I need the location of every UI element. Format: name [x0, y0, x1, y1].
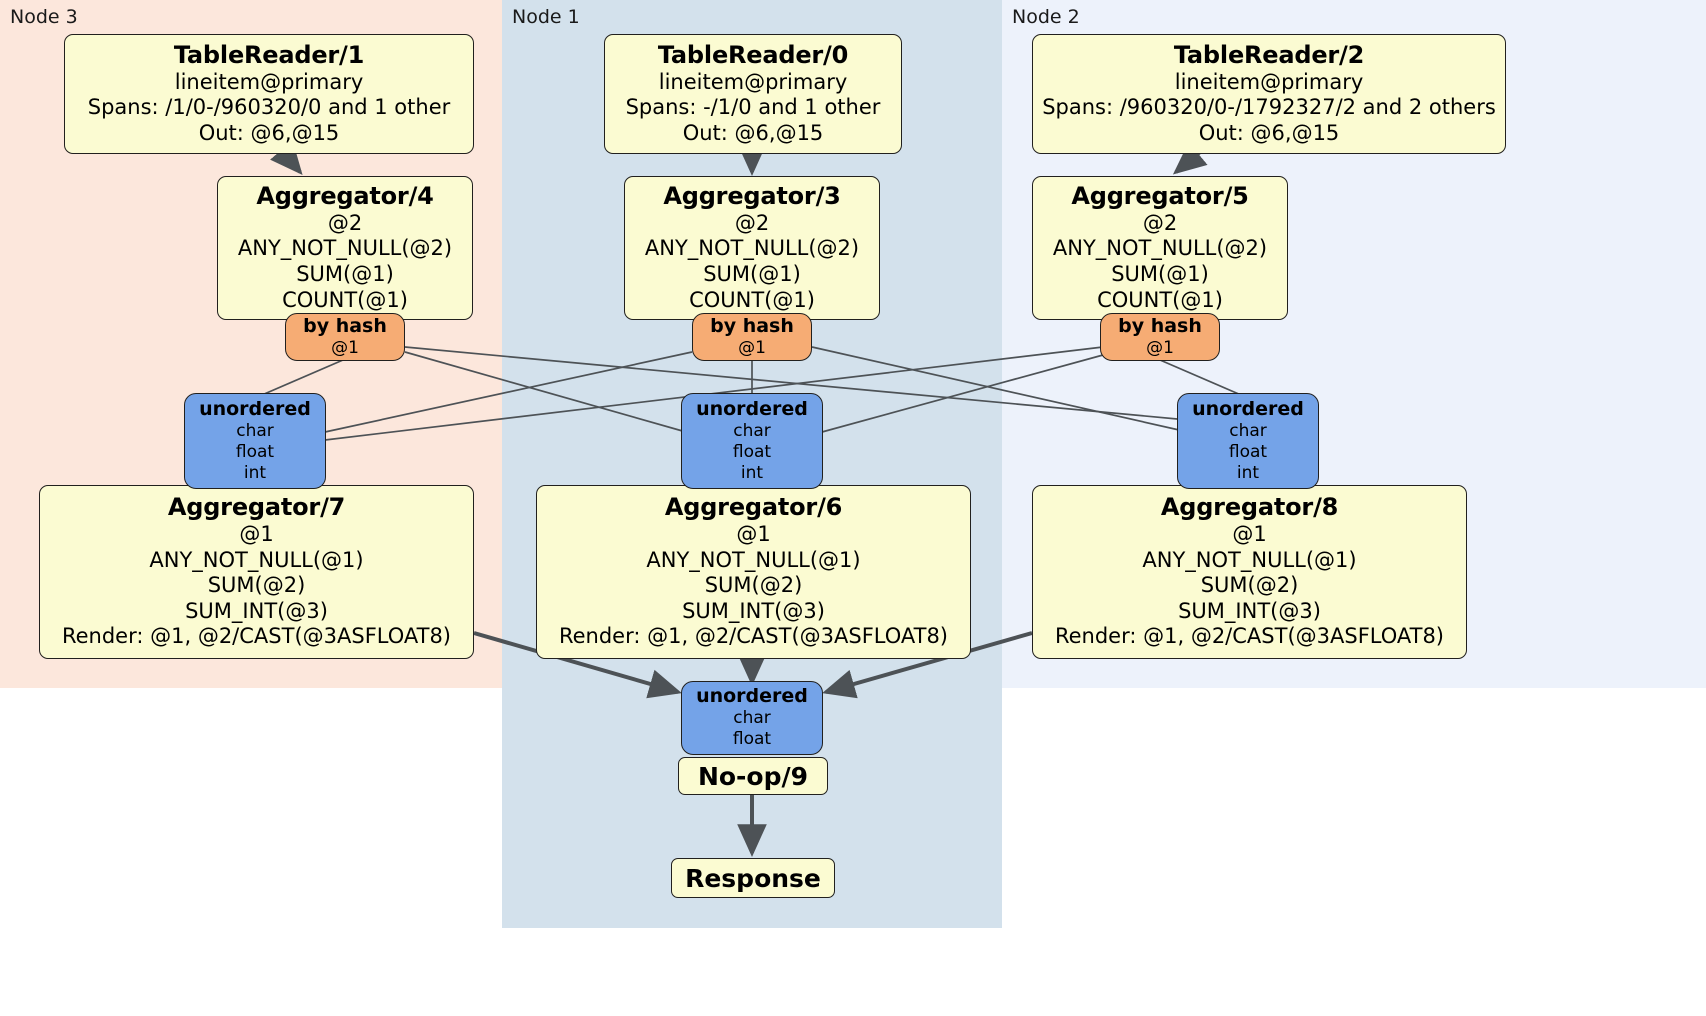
- unordered-router-final-type-1: char: [733, 708, 771, 729]
- aggregator-4-func-1: ANY_NOT_NULL(@2): [237, 236, 453, 261]
- aggregator-8-group: @1: [1232, 521, 1267, 546]
- aggregator-3-group: @2: [734, 210, 770, 235]
- aggregator-3-title: Aggregator/3: [663, 181, 841, 210]
- hash-router-node2-column: @1: [1146, 337, 1174, 358]
- aggregator-8[interactable]: Aggregator/8 @1 ANY_NOT_NULL(@1) SUM(@2)…: [1032, 485, 1467, 659]
- aggregator-7-title: Aggregator/7: [167, 493, 346, 522]
- table-reader-node1-out: Out: @6,@15: [682, 120, 824, 145]
- aggregator-6-title: Aggregator/6: [664, 493, 843, 522]
- table-reader-node1-table: lineitem@primary: [658, 69, 848, 94]
- unordered-router-node1[interactable]: unordered char float int: [681, 393, 823, 489]
- table-reader-node1-spans: Spans: -/1/0 and 1 other: [625, 95, 881, 120]
- unordered-router-node2-title: unordered: [1192, 397, 1304, 420]
- aggregator-4-func-2: SUM(@1): [296, 261, 394, 286]
- aggregator-5-func-3: COUNT(@1): [1097, 287, 1223, 312]
- unordered-router-node2-type-1: char: [1229, 420, 1267, 441]
- aggregator-5-func-2: SUM(@1): [1111, 261, 1209, 286]
- aggregator-6[interactable]: Aggregator/6 @1 ANY_NOT_NULL(@1) SUM(@2)…: [536, 485, 971, 659]
- table-reader-node1-title: TableReader/0: [657, 40, 849, 69]
- unordered-router-node2[interactable]: unordered char float int: [1177, 393, 1319, 489]
- aggregator-8-func-1: ANY_NOT_NULL(@1): [1142, 547, 1357, 572]
- aggregator-6-render: Render: @1, @2/CAST(@3ASFLOAT8): [558, 624, 949, 649]
- table-reader-node1[interactable]: TableReader/0 lineitem@primary Spans: -/…: [604, 34, 902, 154]
- region-node-1-label: Node 1: [512, 6, 580, 28]
- region-node-3-label: Node 3: [10, 6, 78, 28]
- hash-router-node3-title: by hash: [303, 314, 387, 337]
- aggregator-5-group: @2: [1142, 210, 1178, 235]
- unordered-router-final-title: unordered: [696, 685, 808, 708]
- aggregator-8-func-2: SUM(@2): [1200, 573, 1299, 598]
- unordered-router-node1-type-2: float: [732, 441, 772, 462]
- unordered-router-final[interactable]: unordered char float: [681, 681, 823, 755]
- aggregator-6-func-3: SUM_INT(@3): [682, 598, 825, 623]
- aggregator-8-render: Render: @1, @2/CAST(@3ASFLOAT8): [1054, 624, 1445, 649]
- table-reader-node3[interactable]: TableReader/1 lineitem@primary Spans: /1…: [64, 34, 474, 154]
- aggregator-4[interactable]: Aggregator/4 @2 ANY_NOT_NULL(@2) SUM(@1)…: [217, 176, 473, 320]
- aggregator-7-group: @1: [239, 521, 274, 546]
- aggregator-3-func-2: SUM(@1): [703, 261, 801, 286]
- aggregator-7-func-2: SUM(@2): [207, 573, 306, 598]
- unordered-router-node1-type-3: int: [740, 463, 764, 484]
- aggregator-3-func-3: COUNT(@1): [689, 287, 815, 312]
- response-node[interactable]: Response: [671, 858, 835, 898]
- hash-router-node1-title: by hash: [710, 314, 794, 337]
- unordered-router-node3-type-1: char: [236, 420, 274, 441]
- hash-router-node2-title: by hash: [1118, 314, 1202, 337]
- aggregator-4-title: Aggregator/4: [256, 181, 434, 210]
- unordered-router-node3-type-3: int: [243, 463, 267, 484]
- aggregator-3[interactable]: Aggregator/3 @2 ANY_NOT_NULL(@2) SUM(@1)…: [624, 176, 880, 320]
- aggregator-8-title: Aggregator/8: [1160, 493, 1339, 522]
- aggregator-5-func-1: ANY_NOT_NULL(@2): [1052, 236, 1268, 261]
- aggregator-7-render: Render: @1, @2/CAST(@3ASFLOAT8): [61, 624, 452, 649]
- table-reader-node2-out: Out: @6,@15: [1198, 120, 1340, 145]
- aggregator-3-func-1: ANY_NOT_NULL(@2): [644, 236, 860, 261]
- table-reader-node3-spans: Spans: /1/0-/960320/0 and 1 other: [87, 95, 451, 120]
- unordered-router-node2-type-3: int: [1236, 463, 1260, 484]
- hash-router-node1-column: @1: [738, 337, 766, 358]
- table-reader-node3-out: Out: @6,@15: [198, 120, 340, 145]
- aggregator-7-func-3: SUM_INT(@3): [185, 598, 328, 623]
- aggregator-8-func-3: SUM_INT(@3): [1178, 598, 1321, 623]
- unordered-router-node3[interactable]: unordered char float int: [184, 393, 326, 489]
- table-reader-node2-table: lineitem@primary: [1174, 69, 1364, 94]
- no-op-9[interactable]: No-op/9: [678, 757, 828, 795]
- aggregator-5-title: Aggregator/5: [1071, 181, 1249, 210]
- aggregator-6-group: @1: [736, 521, 771, 546]
- region-node-2-label: Node 2: [1012, 6, 1080, 28]
- aggregator-5[interactable]: Aggregator/5 @2 ANY_NOT_NULL(@2) SUM(@1)…: [1032, 176, 1288, 320]
- unordered-router-node3-title: unordered: [199, 397, 311, 420]
- table-reader-node2-title: TableReader/2: [1173, 40, 1365, 69]
- table-reader-node2-spans: Spans: /960320/0-/1792327/2 and 2 others: [1042, 95, 1496, 120]
- table-reader-node3-table: lineitem@primary: [174, 69, 364, 94]
- aggregator-6-func-2: SUM(@2): [704, 573, 803, 598]
- unordered-router-final-type-2: float: [732, 729, 772, 750]
- aggregator-6-func-1: ANY_NOT_NULL(@1): [646, 547, 861, 572]
- hash-router-node2[interactable]: by hash @1: [1100, 313, 1220, 361]
- hash-router-node1[interactable]: by hash @1: [692, 313, 812, 361]
- unordered-router-node1-title: unordered: [696, 397, 808, 420]
- hash-router-node3[interactable]: by hash @1: [285, 313, 405, 361]
- unordered-router-node3-type-2: float: [235, 441, 275, 462]
- unordered-router-node1-type-1: char: [733, 420, 771, 441]
- table-reader-node2[interactable]: TableReader/2 lineitem@primary Spans: /9…: [1032, 34, 1506, 154]
- aggregator-4-func-3: COUNT(@1): [282, 287, 408, 312]
- table-reader-node3-title: TableReader/1: [173, 40, 365, 69]
- unordered-router-node2-type-2: float: [1228, 441, 1268, 462]
- hash-router-node3-column: @1: [331, 337, 359, 358]
- aggregator-7[interactable]: Aggregator/7 @1 ANY_NOT_NULL(@1) SUM(@2)…: [39, 485, 474, 659]
- aggregator-4-group: @2: [327, 210, 363, 235]
- aggregator-7-func-1: ANY_NOT_NULL(@1): [149, 547, 364, 572]
